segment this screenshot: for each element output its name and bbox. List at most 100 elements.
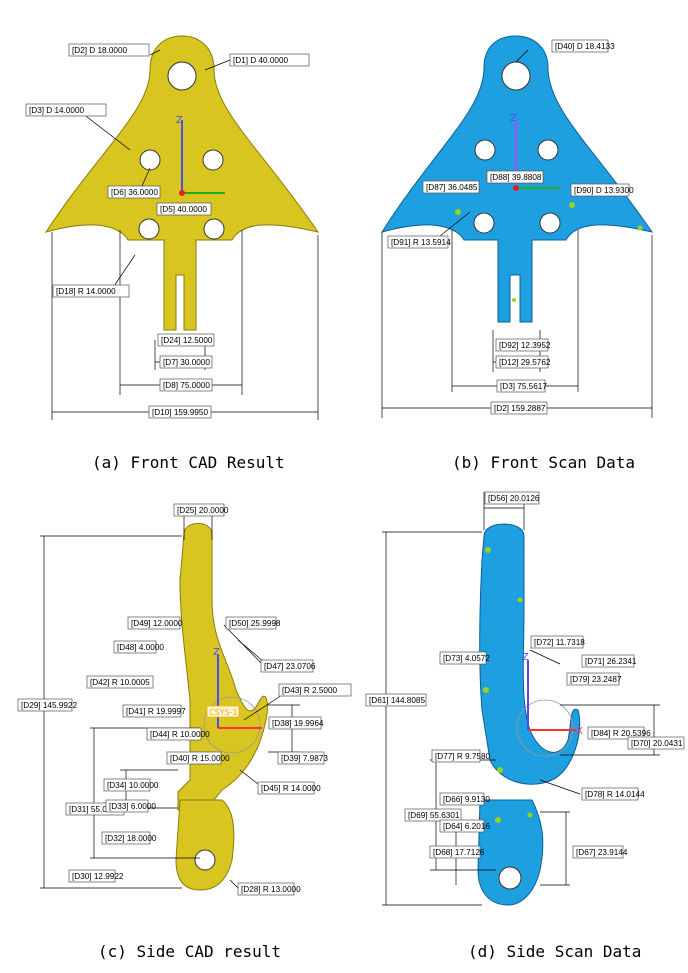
svg-text:[D29] 145.9922: [D29] 145.9922 — [21, 701, 77, 710]
svg-text:[D3] 75.5617: [D3] 75.5617 — [500, 382, 547, 391]
svg-text:[D28] R 13.0000: [D28] R 13.0000 — [241, 885, 301, 894]
scan-side-inner-arc — [516, 699, 574, 757]
dim-a-d18: [D18] R 14.0000 — [52, 284, 130, 298]
svg-text:[D67] 23.9144: [D67] 23.9144 — [576, 848, 628, 857]
svg-text:[D30] 12.9922: [D30] 12.9922 — [72, 872, 124, 881]
dim-c-d32: [D32] 18.0000 — [101, 831, 157, 845]
cad-side-eye-hole — [194, 849, 216, 871]
caption-c: (c) Side CAD result — [98, 942, 281, 961]
svg-text:[D70] 20.0431: [D70] 20.0431 — [631, 739, 683, 748]
dim-d-d61: [D61] 144.8085 — [365, 693, 427, 707]
scan-side-defect-spots — [483, 547, 533, 823]
svg-text:[D64] 6.2016: [D64] 6.2016 — [443, 822, 490, 831]
dim-d-d73: [D73] 4.0572 — [439, 651, 490, 665]
svg-text:[D39] 7.9873: [D39] 7.9873 — [281, 754, 328, 763]
dim-c-d30: [D30] 12.9922 — [68, 869, 124, 883]
dim-d-d79: [D79] 23.2487 — [566, 672, 622, 686]
dim-b-d87: [D87] 36.0485 — [422, 180, 480, 194]
dim-c-d29: [D29] 145.9922 — [17, 698, 77, 712]
svg-text:[D69] 55.6301: [D69] 55.6301 — [408, 811, 460, 820]
svg-text:[D92] 12.3952: [D92] 12.3952 — [499, 341, 551, 350]
z-axis-label: Z — [522, 652, 529, 663]
dim-b-d90: [D90] D 13.9300 — [570, 183, 634, 197]
dim-c-d38: [D38] 19.9964 — [268, 716, 324, 730]
svg-text:[D66] 9.9130: [D66] 9.9130 — [443, 795, 490, 804]
svg-text:[D31] 55.0000: [D31] 55.0000 — [69, 805, 121, 814]
svg-text:[D42] R 10.0005: [D42] R 10.0005 — [90, 678, 150, 687]
svg-text:[D71] 26.2341: [D71] 26.2341 — [585, 657, 637, 666]
cad-side-eye — [175, 799, 235, 891]
csys-label: CSYS-1 — [209, 708, 238, 717]
svg-text:[D34] 10.0000: [D34] 10.0000 — [107, 781, 159, 790]
svg-text:[D5] 40.0000: [D5] 40.0000 — [160, 205, 207, 214]
dim-c-d44: [D44] R 10.0000 — [146, 727, 210, 741]
svg-text:[D10] 159.9950: [D10] 159.9950 — [152, 408, 208, 417]
x-axis-label: X — [576, 726, 583, 737]
svg-text:[D79] 23.2487: [D79] 23.2487 — [570, 675, 622, 684]
svg-text:[D8] 75.0000: [D8] 75.0000 — [163, 381, 210, 390]
dim-d-d68: [D68] 17.7126 — [429, 845, 485, 859]
svg-text:[D91] R 13.5914: [D91] R 13.5914 — [391, 238, 451, 247]
dim-a-d1: [D1] D 40.0000 — [229, 53, 310, 67]
dim-c-d41: [D41] R 19.9997 — [122, 704, 186, 718]
dim-d-d77: [D77] R 9.7580 — [431, 749, 491, 763]
dim-c-d39: [D39] 7.9873 — [277, 751, 328, 765]
svg-text:[D78] R 14.0144: [D78] R 14.0144 — [585, 790, 645, 799]
svg-text:[D38] 19.9964: [D38] 19.9964 — [272, 719, 324, 728]
svg-text:[D84] R 20.5396: [D84] R 20.5396 — [591, 729, 651, 738]
dim-c-d43: [D43] R 2.5000 — [278, 683, 352, 697]
dim-c-d33: [D33] 6.0000 — [105, 799, 156, 813]
z-axis-label: Z — [176, 115, 183, 126]
panel-d-side-scan: Z X [D56] 20.0126 [D72] 11.7318 [D73] 4.… — [365, 491, 685, 961]
svg-text:[D72] 11.7318: [D72] 11.7318 — [534, 638, 585, 647]
dim-d-d56: [D56] 20.0126 — [484, 491, 540, 505]
dim-d-d67: [D67] 23.9144 — [572, 845, 628, 859]
dim-c-d42: [D42] R 10.0005 — [86, 675, 154, 689]
dim-d-d69: [D69] 55.6301 — [404, 808, 462, 822]
svg-text:[D18] R 14.0000: [D18] R 14.0000 — [56, 287, 116, 296]
caption-a: (a) Front CAD Result — [92, 453, 285, 472]
dim-a-d10: [D10] 159.9950 — [148, 405, 212, 419]
dim-a-d24: [D24] 12.5000 — [157, 333, 215, 347]
svg-text:[D61] 144.8085: [D61] 144.8085 — [369, 696, 425, 705]
svg-text:[D40] R 15.0000: [D40] R 15.0000 — [170, 754, 230, 763]
svg-text:[D87] 36.0485: [D87] 36.0485 — [426, 183, 478, 192]
svg-text:[D6] 36.0000: [D6] 36.0000 — [111, 188, 158, 197]
dim-b-d2: [D2] 159.2887 — [490, 401, 548, 415]
panel-b-front-scan: Z [D40] D 18.4133 [D87] 36.0485 [D88] 39… — [380, 35, 654, 472]
svg-text:[D73] 4.0572: [D73] 4.0572 — [443, 654, 490, 663]
origin-point — [513, 185, 519, 191]
dim-b-d92: [D92] 12.3952 — [495, 338, 551, 352]
svg-text:[D32] 18.0000: [D32] 18.0000 — [105, 834, 157, 843]
csys-box — [206, 705, 240, 718]
svg-text:[D25] 20.0000: [D25] 20.0000 — [177, 506, 229, 515]
cad-front-holes — [138, 61, 225, 240]
svg-text:[D7] 30.0000: [D7] 30.0000 — [163, 358, 210, 367]
dim-c-d40: [D40] R 15.0000 — [166, 751, 230, 765]
dim-a-d2: [D2] D 18.0000 — [68, 43, 150, 57]
dim-d-d78: [D78] R 14.0144 — [581, 787, 645, 801]
svg-text:[D33] 6.0000: [D33] 6.0000 — [109, 802, 156, 811]
dim-b-d91: [D91] R 13.5914 — [387, 235, 451, 249]
svg-text:[D68] 17.7126: [D68] 17.7126 — [433, 848, 485, 857]
svg-text:[D56] 20.0126: [D56] 20.0126 — [488, 494, 540, 503]
svg-text:[D49] 12.0000: [D49] 12.0000 — [131, 619, 183, 628]
dim-a-d5: [D5] 40.0000 — [156, 202, 212, 216]
caption-d: (d) Side Scan Data — [468, 942, 641, 961]
dim-d-d70: [D70] 20.0431 — [627, 736, 685, 750]
dim-c-d49: [D49] 12.0000 — [127, 616, 183, 630]
dim-d-d84: [D84] R 20.5396 — [587, 726, 651, 740]
svg-text:[D2] 159.2887: [D2] 159.2887 — [494, 404, 546, 413]
dim-c-d34: [D34] 10.0000 — [103, 778, 159, 792]
svg-text:[D44] R 10.0000: [D44] R 10.0000 — [150, 730, 210, 739]
panel-d-dimension-lines — [382, 492, 660, 906]
dim-a-d3: [D3] D 14.0000 — [25, 103, 107, 117]
dim-a-d8: [D8] 75.0000 — [159, 378, 213, 392]
panel-c-side-cad: Z CSYS-1 [D25] 20.0000 [D4 — [17, 503, 352, 961]
dim-d-d64: [D64] 6.2016 — [439, 819, 490, 833]
svg-text:[D3] D 14.0000: [D3] D 14.0000 — [29, 106, 85, 115]
svg-text:[D41] R 19.9997: [D41] R 19.9997 — [126, 707, 186, 716]
svg-text:[D50] 25.9998: [D50] 25.9998 — [229, 619, 281, 628]
dim-b-d88: [D88] 39.8808 — [486, 170, 544, 184]
